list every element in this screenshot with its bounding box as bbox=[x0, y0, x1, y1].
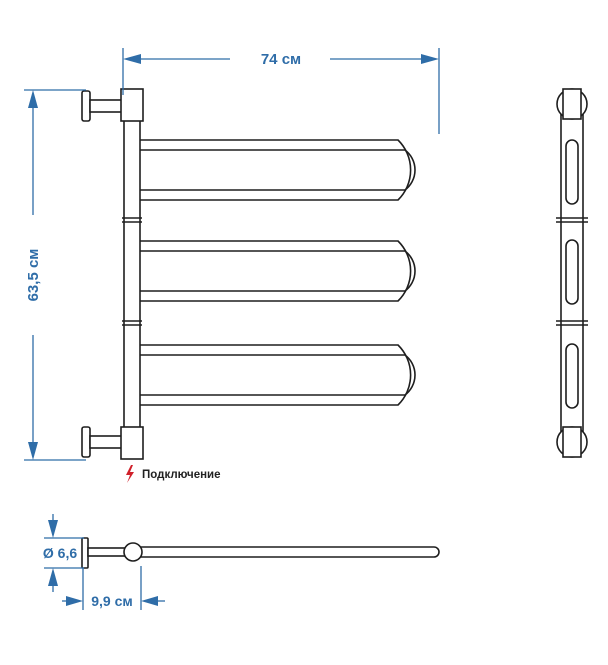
front-view: 74 см 63,5 см Подключение bbox=[24, 48, 440, 483]
top-view: Ø 6,6 9,9 см bbox=[43, 514, 440, 610]
width-label: 74 см bbox=[261, 51, 301, 68]
u-bar-top bbox=[140, 139, 416, 201]
width-dimension: 74 см bbox=[122, 48, 440, 134]
diameter-label: Ø 6,6 bbox=[43, 545, 77, 561]
lightning-icon bbox=[126, 465, 134, 483]
u-bar-bottom bbox=[140, 344, 416, 406]
bottom-wall-bracket bbox=[81, 426, 125, 458]
height-label: 63,5 см bbox=[25, 249, 42, 302]
u-bar-middle bbox=[140, 240, 416, 302]
offset-label: 9,9 см bbox=[91, 593, 133, 609]
side-view bbox=[556, 88, 588, 458]
offset-dimension: 9,9 см bbox=[62, 566, 165, 610]
connection-note: Подключение bbox=[126, 465, 221, 483]
vertical-pole bbox=[120, 88, 144, 460]
diameter-dimension: Ø 6,6 bbox=[43, 514, 84, 592]
height-dimension: 63,5 см bbox=[24, 89, 86, 461]
top-wall-bracket bbox=[81, 90, 125, 122]
connection-label: Подключение bbox=[142, 469, 221, 481]
